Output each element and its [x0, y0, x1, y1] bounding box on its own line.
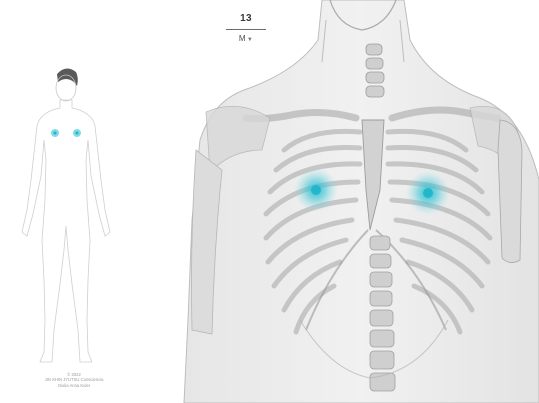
point-subtitle[interactable]: M▼ [226, 34, 266, 43]
thoracic-spine [370, 236, 395, 391]
right-humerus [498, 120, 522, 263]
credits-line3: Giulia Anna Kuler [34, 383, 114, 388]
point-label: M [239, 34, 246, 43]
torso-outline [184, 0, 539, 403]
left-chest-glow-core [311, 185, 321, 195]
credits: © 2022 JIN SHIN JYUTSU Consciencia Giuli… [34, 372, 114, 388]
point-number: 13 [226, 13, 266, 24]
label-divider [226, 29, 266, 30]
right-chest-glow-core [423, 188, 433, 198]
triangle-down-icon: ▼ [247, 37, 253, 43]
